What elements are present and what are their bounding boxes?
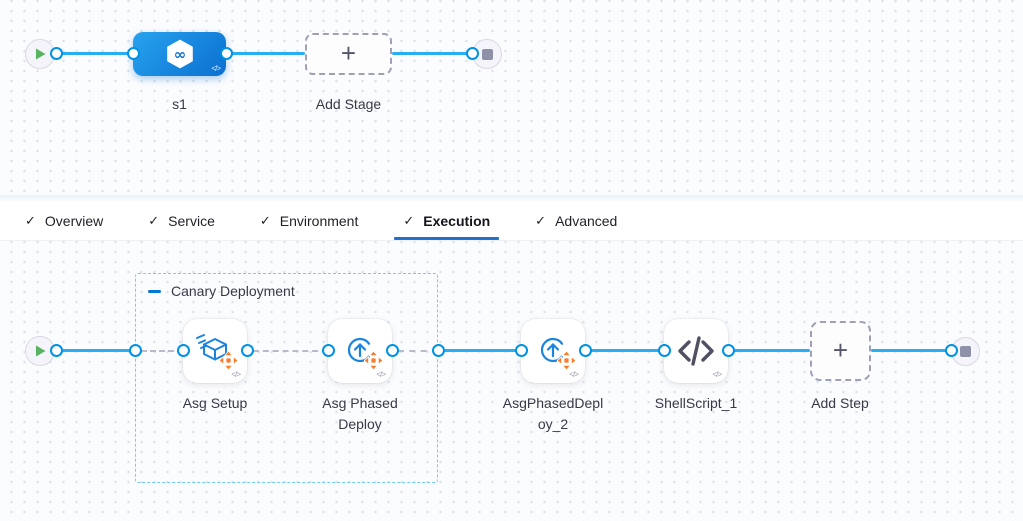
port-asg-setup-out[interactable] [241,344,254,357]
step-label-asg-setup[interactable]: Asg Setup [182,395,248,411]
stage-graph-canvas[interactable]: ∞ </> + s1 Add Stage [0,0,1023,195]
port-asg-setup-in[interactable] [177,344,190,357]
edge-step2-to-groupedge [398,350,438,352]
plus-icon: + [340,38,357,68]
execution-end-node [951,337,980,366]
port-stage-out[interactable] [220,47,233,60]
section-divider [0,195,1023,202]
check-icon: ✓ [403,213,415,228]
phased-deploy-icon [540,337,566,363]
edge-start-to-group [56,349,135,352]
port-asgphaseddeploy2-out[interactable] [579,344,592,357]
edge-stage-to-addstage [226,52,305,55]
step-label-asgphaseddeploy-2[interactable]: AsgPhasedDeploy_2 [502,395,604,432]
group-title[interactable]: Canary Deployment [171,283,295,299]
stop-icon [960,346,971,357]
port-group-out[interactable] [432,344,445,357]
tab-label: Execution [423,213,491,229]
step-label-shellscript-1[interactable]: ShellScript_1 [654,395,738,411]
tab-label: Overview [44,213,104,229]
plus-icon: + [832,335,849,365]
port-asg-phased-in[interactable] [322,344,335,357]
check-icon: ✓ [259,213,271,228]
tab-environment[interactable]: ✓ Environment [251,202,368,240]
tab-advanced[interactable]: ✓ Advanced [526,202,626,240]
port-asg-phased-out[interactable] [386,344,399,357]
code-icon: </> [712,370,722,379]
code-icon: </> [231,370,241,379]
check-icon: ✓ [25,213,36,228]
port-stage-in[interactable] [127,47,140,60]
execution-graph-canvas[interactable]: Canary Deployment [0,241,1023,521]
edge-start-to-stage [56,52,133,55]
tab-service[interactable]: ✓ Service [139,202,224,240]
edge-step1-to-step2 [253,350,328,352]
edge-step3-to-step4 [585,349,664,352]
play-icon [35,48,45,60]
tab-label: Service [168,213,215,229]
drag-move-icon [219,351,238,370]
drag-move-icon [364,351,383,370]
edge-group-to-step3 [444,349,521,352]
step-node-asgphaseddeploy-2[interactable]: </> [521,319,585,383]
collapse-group-icon[interactable] [148,289,161,293]
edge-step4-to-addstep [728,349,810,352]
step-label-asg-phased-deploy[interactable]: Asg Phased Deploy [322,395,398,432]
play-icon [35,345,45,357]
stage-config-tabs: ✓ Overview ✓ Service ✓ Environment ✓ Exe… [0,202,1023,241]
step-node-asg-setup[interactable]: </> [183,319,247,383]
port-group-in[interactable] [129,344,142,357]
add-step-label[interactable]: Add Step [811,395,869,411]
port-shellscript-out[interactable] [722,344,735,357]
code-icon: </> [211,64,221,73]
add-stage-button[interactable]: + [305,33,392,75]
step-node-shellscript-1[interactable]: </> [664,319,728,383]
tab-label: Advanced [555,213,618,229]
port-shellscript-in[interactable] [658,344,671,357]
edge-addstep-to-end [871,349,951,352]
tab-label: Environment [279,213,359,229]
port-end-in[interactable] [945,344,958,357]
drag-move-icon [557,351,576,370]
tab-execution[interactable]: ✓ Execution [394,202,499,240]
port-end-in[interactable] [466,47,479,60]
code-icon: </> [569,370,579,379]
stage-node-s1[interactable]: ∞ </> [133,32,226,76]
port-start-out[interactable] [50,47,63,60]
code-icon: </> [376,370,386,379]
port-start-out[interactable] [50,344,63,357]
check-icon: ✓ [148,213,160,228]
stop-icon [481,48,493,60]
add-step-button[interactable]: + [810,321,871,381]
stage-label[interactable]: s1 [172,96,187,112]
shell-script-icon [678,336,714,366]
edge-addstage-to-end [392,52,472,55]
tab-overview[interactable]: ✓ Overview [16,202,112,240]
phased-deploy-icon [347,337,373,363]
svg-text:∞: ∞ [173,45,185,63]
edge-group-to-step1 [141,350,183,352]
port-asgphaseddeploy2-in[interactable] [515,344,528,357]
step-node-asg-phased-deploy[interactable]: </> [328,319,392,383]
step-group-canary-deployment[interactable] [135,273,438,483]
add-stage-label[interactable]: Add Stage [315,96,382,112]
check-icon: ✓ [535,213,547,228]
harness-cd-stage-icon: ∞ [166,39,193,69]
